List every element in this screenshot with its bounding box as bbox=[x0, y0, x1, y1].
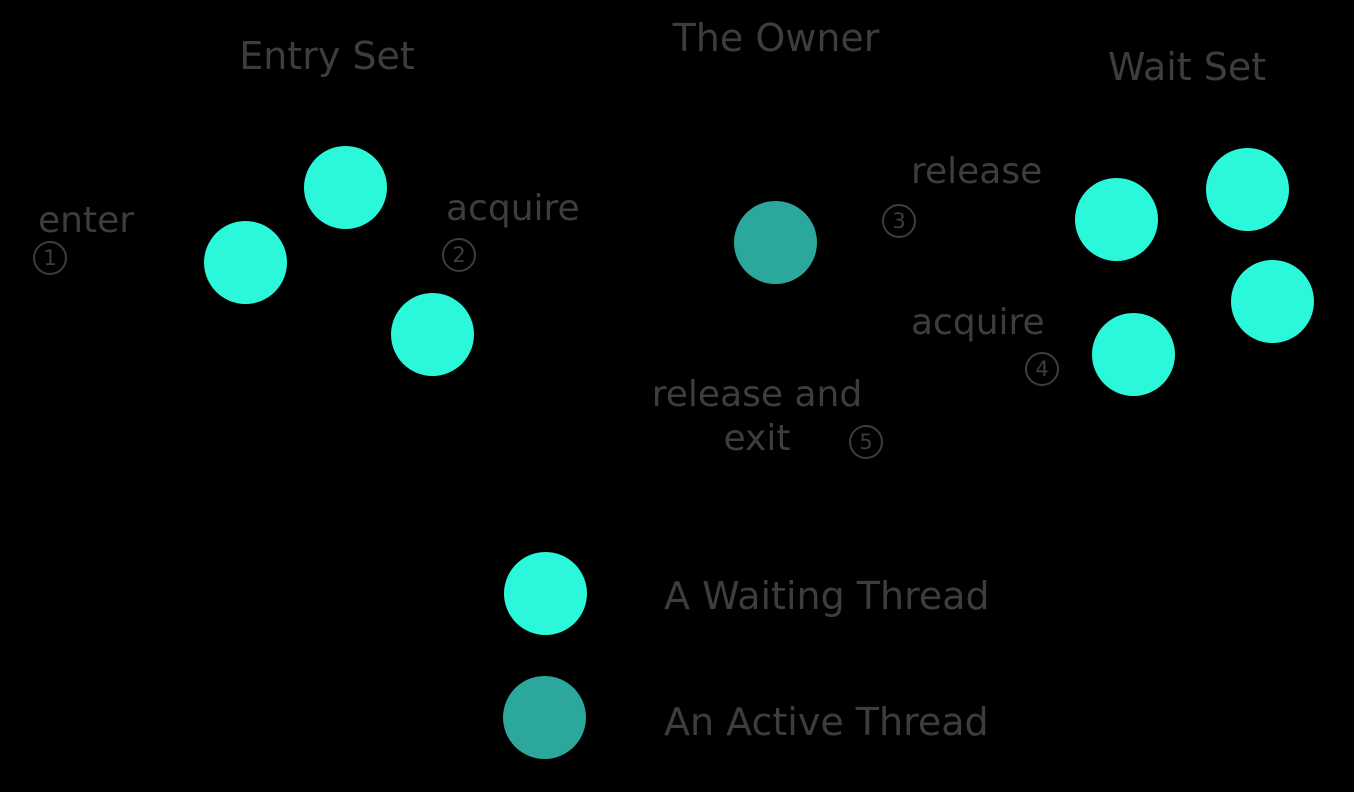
legend-waiting-thread-swatch bbox=[504, 552, 587, 635]
enter-label: enter bbox=[38, 200, 135, 241]
wait-set-title: Wait Set bbox=[1107, 45, 1267, 89]
legend-active-thread-swatch bbox=[503, 676, 586, 759]
acquire-wait-label: acquire bbox=[911, 302, 1045, 343]
owner-active-thread bbox=[734, 201, 817, 284]
entry-waiting-thread-3 bbox=[391, 293, 474, 376]
wait-waiting-thread-4 bbox=[1092, 313, 1175, 396]
legend-waiting-thread-label: A Waiting Thread bbox=[664, 574, 990, 618]
step-1-badge: 1 bbox=[33, 241, 67, 275]
entry-set-title: Entry Set bbox=[239, 34, 415, 78]
acquire-entry-label: acquire bbox=[446, 188, 580, 229]
release-and-exit-label-line1: release and bbox=[651, 374, 863, 415]
entry-waiting-thread-2 bbox=[304, 146, 387, 229]
step-2-badge: 2 bbox=[442, 238, 476, 272]
step-3-badge: 3 bbox=[882, 204, 916, 238]
wait-waiting-thread-2 bbox=[1206, 148, 1289, 231]
owner-title: The Owner bbox=[672, 16, 880, 60]
wait-waiting-thread-1 bbox=[1075, 178, 1158, 261]
step-5-badge: 5 bbox=[849, 425, 883, 459]
step-4-badge: 4 bbox=[1025, 352, 1059, 386]
legend-active-thread-label: An Active Thread bbox=[664, 700, 989, 744]
release-label: release bbox=[911, 151, 1043, 192]
wait-waiting-thread-3 bbox=[1231, 260, 1314, 343]
release-and-exit-label-line2: exit bbox=[723, 418, 791, 459]
entry-waiting-thread-1 bbox=[204, 221, 287, 304]
